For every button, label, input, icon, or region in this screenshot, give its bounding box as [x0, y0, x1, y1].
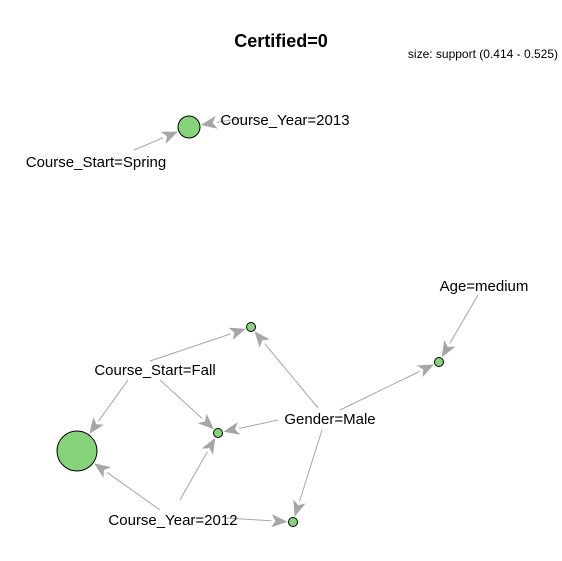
edge-line: [133, 137, 164, 151]
edge-course_year_2013-to-r1: [200, 116, 244, 129]
arrowhead: [160, 131, 178, 144]
item-label-gender-male: Gender=Male: [284, 411, 375, 428]
edge-line: [106, 472, 161, 511]
edge-line: [159, 379, 203, 419]
item-label-course-start-spring: Course_Start=Spring: [26, 154, 167, 171]
graph-title: Certified=0: [234, 31, 328, 51]
arrowhead: [201, 437, 216, 455]
item-label-course-year-2013: Course_Year=2013: [220, 112, 349, 129]
edge-line: [216, 117, 244, 123]
arrowhead: [94, 463, 111, 478]
edge-line: [224, 517, 272, 522]
edge-course_start_fall-to-r4: [159, 379, 214, 430]
edge-line: [238, 419, 279, 429]
edges-layer: [89, 116, 479, 528]
edge-course_start_fall-to-r3: [149, 327, 246, 362]
edge-course_start_spring-to-r1: [133, 131, 178, 151]
edge-gender_male-to-r6: [293, 429, 323, 517]
rule-node-r3: [246, 322, 256, 332]
item-label-age-medium: Age=medium: [440, 278, 529, 295]
item-label-course-start-fall: Course_Start=Fall: [94, 362, 215, 379]
rule-node-r5: [434, 357, 444, 367]
item-labels-layer: Course_Year=2013Course_Start=SpringAge=m…: [26, 112, 529, 529]
edge-course_start_fall-to-r2: [89, 379, 129, 434]
arrowhead: [200, 116, 218, 129]
rule-node-r4: [213, 428, 223, 438]
edge-line: [98, 379, 129, 422]
edge-gender_male-to-r4: [223, 419, 279, 435]
rule-node-r2: [56, 430, 98, 472]
arrowhead: [197, 413, 214, 430]
edge-line: [298, 429, 323, 502]
item-label-course-year-2012: Course_Year=2012: [108, 512, 237, 529]
arrowhead: [228, 327, 246, 340]
edge-line: [149, 333, 231, 362]
edge-line: [179, 451, 208, 501]
arrowhead: [254, 331, 270, 348]
edge-course_year_2012-to-r6: [224, 514, 288, 528]
arrowhead: [416, 364, 435, 378]
edge-course_year_2012-to-r4: [179, 437, 216, 501]
size-legend: size: support (0.414 - 0.525): [408, 47, 558, 61]
arrowhead: [293, 499, 306, 517]
arrowhead: [89, 417, 104, 434]
rule-nodes-layer: [56, 115, 444, 527]
arrowhead: [271, 514, 288, 528]
edge-line: [449, 294, 479, 344]
edge-line: [264, 343, 319, 409]
edge-line: [339, 370, 420, 411]
edge-gender_male-to-r5: [339, 364, 435, 411]
edge-gender_male-to-r3: [254, 331, 319, 409]
edge-course_year_2012-to-r2: [94, 463, 161, 511]
arrowhead: [441, 340, 456, 358]
rule-node-r6: [288, 517, 298, 527]
edge-age_medium-to-r5: [441, 294, 479, 358]
rule-node-r1: [177, 115, 201, 139]
arrowhead: [223, 422, 241, 435]
